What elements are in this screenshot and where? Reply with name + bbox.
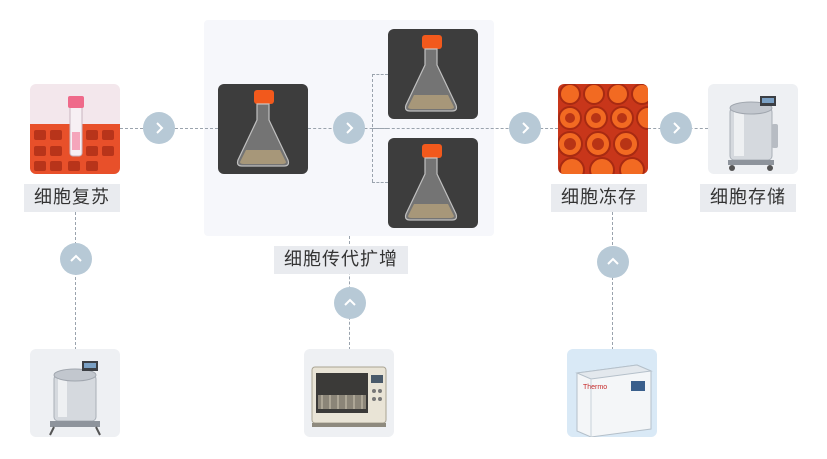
erlenmeyer-flask-icon: [388, 138, 478, 228]
erlenmeyer-flask-icon: [218, 84, 308, 174]
step-label-passage: 细胞传代扩增: [274, 246, 408, 274]
chevron-up-icon: [60, 243, 92, 275]
connector-line: [372, 182, 388, 183]
connector-line: [372, 74, 388, 75]
step-label-freeze: 细胞冻存: [551, 184, 647, 212]
svg-text:Thermo: Thermo: [583, 384, 607, 391]
step-label-storage: 细胞存储: [700, 184, 796, 212]
chevron-right-icon: [660, 112, 692, 144]
connector-line: [372, 74, 373, 182]
liquid-nitrogen-tank-icon: [708, 84, 798, 174]
cryo-tube-caps-icon: [558, 84, 648, 174]
connector-line: [75, 212, 76, 350]
chevron-right-icon: [143, 112, 175, 144]
thermo-freezer-icon: Thermo: [567, 349, 657, 437]
liquid-nitrogen-tank-icon: [30, 349, 120, 437]
chevron-up-icon: [597, 246, 629, 278]
connector-line: [372, 128, 558, 129]
cryovial-in-rack-icon: [30, 84, 120, 174]
erlenmeyer-flask-icon: [388, 29, 478, 119]
chevron-right-icon: [333, 112, 365, 144]
step-label-thaw: 细胞复苏: [24, 184, 120, 212]
shaker-incubator-icon: [304, 349, 394, 437]
chevron-up-icon: [334, 287, 366, 319]
connector-line: [612, 212, 613, 350]
chevron-right-icon: [509, 112, 541, 144]
